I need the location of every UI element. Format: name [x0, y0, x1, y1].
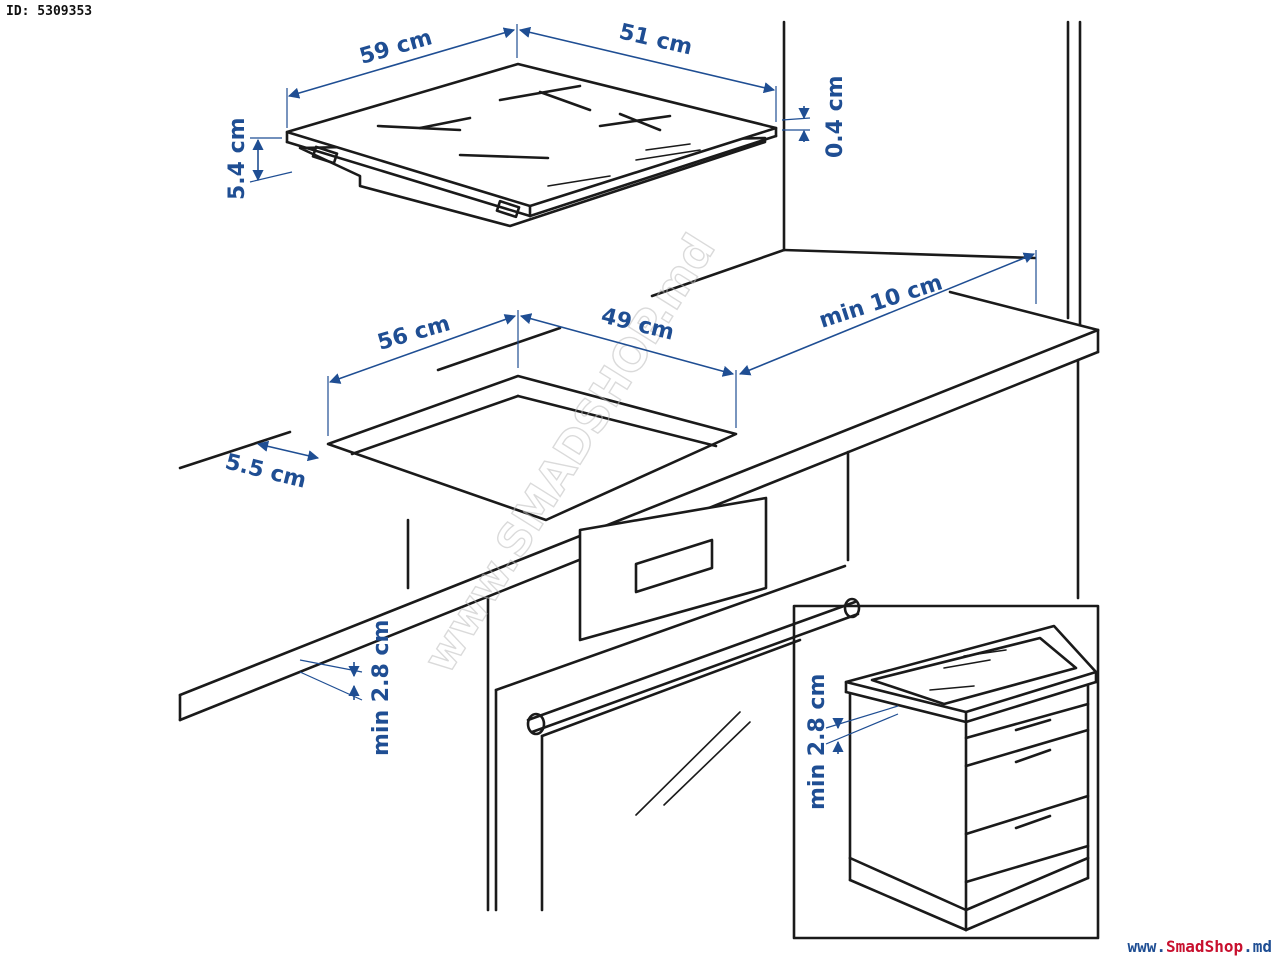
dim-drawer-gap: min 2.8 cm	[805, 674, 830, 810]
hob-unit	[285, 62, 778, 228]
dim-glass-thickness: 0.4 cm	[823, 75, 848, 158]
shop-url-suffix: .md	[1243, 937, 1272, 956]
dim-hob-width: 59 cm	[357, 25, 435, 69]
shop-url-name: SmadShop	[1166, 937, 1244, 956]
shop-url-prefix: www.	[1127, 937, 1167, 956]
wall-lines	[782, 20, 1082, 600]
dim-oven-gap: min 2.8 cm	[369, 620, 394, 756]
inset-cabinet	[792, 604, 1100, 940]
image-id-label: ID: 5309353	[6, 4, 93, 19]
dimension-lines	[249, 24, 1037, 754]
dim-hob-depth: 51 cm	[617, 19, 695, 60]
hob-cutout	[326, 374, 738, 522]
oven-cabinet	[406, 450, 861, 912]
dim-wall-clearance: min 10 cm	[816, 270, 945, 333]
dim-cutout-width: 56 cm	[375, 311, 453, 355]
dim-hob-height: 5.4 cm	[225, 117, 250, 200]
dim-front-edge: 5.5 cm	[223, 450, 309, 494]
shop-url: www.SmadShop.md	[1128, 937, 1273, 956]
